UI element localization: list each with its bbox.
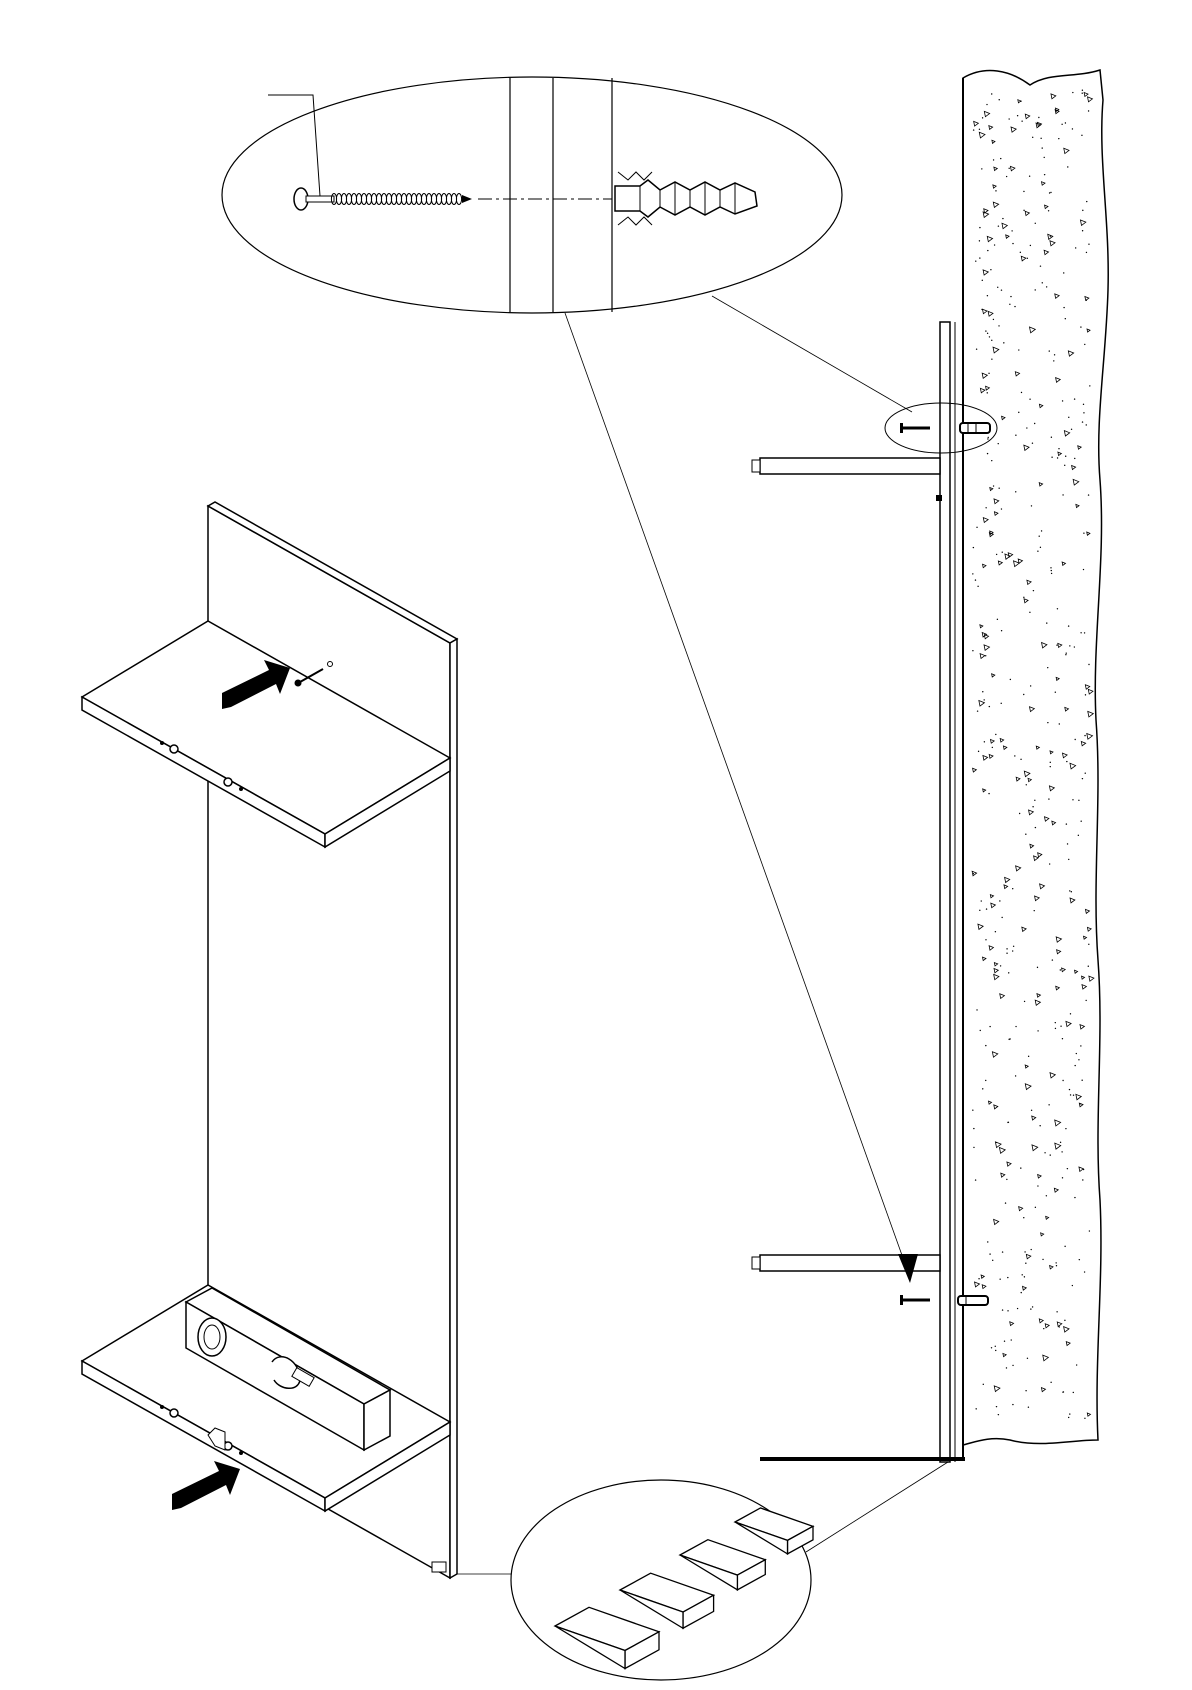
wall-outline [963, 70, 1108, 1445]
wall-plug-icon [960, 423, 990, 433]
isometric-unit [82, 502, 514, 1578]
push-arrow-lower-icon [172, 1461, 240, 1510]
lower-wall-plug-icon [958, 1296, 988, 1305]
wall-section [963, 70, 1108, 1458]
screw-icon [900, 423, 930, 433]
lower-screw-icon [900, 1295, 930, 1305]
side-upper-shelf [760, 458, 940, 474]
leveling-wedges-detail [511, 1462, 948, 1680]
side-view [752, 322, 997, 1462]
side-back-panel [940, 322, 950, 1462]
